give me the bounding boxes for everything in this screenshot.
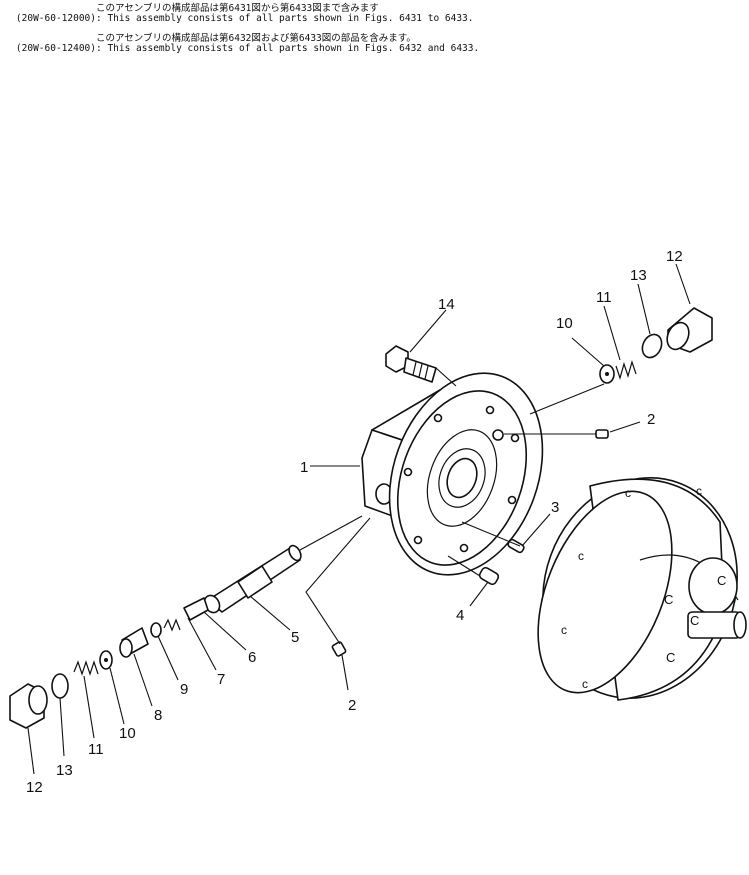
callout-10-lower: 10	[119, 725, 136, 742]
callout-labels: 1 2 2 3 4 5 6 7 8 9 10 10 11 11 12 12 13…	[26, 248, 683, 796]
lower-valve-group	[9, 544, 302, 729]
callout-13-upper: 13	[630, 267, 647, 284]
svg-text:C: C	[690, 613, 699, 628]
callout-13-lower: 13	[56, 762, 73, 779]
spring-11-lower	[73, 660, 99, 676]
oring-9	[150, 622, 162, 638]
svg-text:c: c	[582, 677, 588, 691]
callout-2-upper: 2	[647, 411, 655, 428]
callout-5: 5	[291, 629, 299, 646]
oring-13-lower	[51, 673, 69, 699]
spring-11-upper	[615, 359, 637, 381]
assembly-code: (20W-60-12400)	[15, 43, 96, 54]
assembly-notes: このアセンブリの構成部品は第6431図から第6433図まで含みます (20W-6…	[0, 0, 749, 60]
note-line-jp-1: このアセンブリの構成部品は第6431図から第6433図まで含みます	[0, 0, 379, 14]
callout-4: 4	[456, 607, 464, 624]
callout-9: 9	[180, 681, 188, 698]
plug-2-upper	[595, 429, 609, 439]
note-text: このアセンブリの構成部品は第6432図および第6433図の部品を含みます。	[96, 33, 416, 44]
note-line-jp-2: このアセンブリの構成部品は第6432図および第6433図の部品を含みます。	[0, 30, 416, 44]
callout-6: 6	[248, 649, 256, 666]
callout-1: 1	[300, 459, 308, 476]
plunger-7	[183, 597, 209, 621]
svg-text:c: c	[625, 486, 631, 500]
svg-text:c: c	[578, 549, 584, 563]
bolt-14	[385, 345, 437, 383]
callout-10-upper: 10	[556, 315, 573, 332]
svg-text:c: c	[696, 484, 702, 498]
spring-7	[163, 618, 181, 632]
svg-text:C: C	[717, 573, 726, 588]
callout-3: 3	[551, 499, 559, 516]
note-text: このアセンブリの構成部品は第6431図から第6433図まで含みます	[96, 3, 379, 14]
dowel-4	[478, 566, 500, 586]
oring-13-upper	[641, 333, 663, 359]
assembly-code: (20W-60-12000)	[15, 13, 96, 24]
note-text: : This assembly consists of all parts sh…	[96, 13, 474, 24]
svg-text:c: c	[561, 623, 567, 637]
svg-text:C: C	[666, 650, 675, 665]
pump-body	[361, 372, 544, 576]
callout-14: 14	[438, 296, 455, 313]
note-text: : This assembly consists of all parts sh…	[96, 43, 480, 54]
callout-12-lower: 12	[26, 779, 43, 796]
callout-11-upper: 11	[596, 289, 612, 306]
callout-7: 7	[217, 671, 225, 688]
plug-2-lower	[331, 641, 347, 657]
note-line-en-2: (20W-60-12400): This assembly consists o…	[0, 43, 479, 54]
callout-12-upper: 12	[666, 248, 683, 265]
callout-8: 8	[154, 707, 162, 724]
note-line-en-1: (20W-60-12000): This assembly consists o…	[0, 13, 474, 24]
converter-housing: c c c c c C C C C	[537, 477, 747, 701]
upper-valve-group	[599, 307, 713, 384]
callout-2-lower: 2	[348, 697, 356, 714]
callout-11-lower: 11	[88, 741, 104, 758]
svg-text:C: C	[664, 592, 673, 607]
leader-lines	[27, 263, 691, 775]
